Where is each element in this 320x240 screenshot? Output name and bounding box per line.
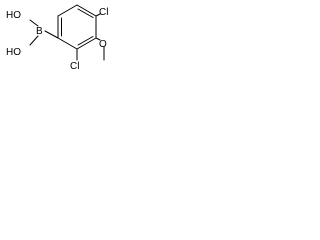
- bond-ring-to-chlorine-top: [95, 13, 101, 17]
- atom-label-chlorine-top: Cl: [99, 7, 108, 18]
- ring-bond-c2-c3: [57, 37, 78, 50]
- atom-labels: HO B HO Cl O Cl: [6, 7, 108, 72]
- bond-boron-to-hydroxyl-lower: [29, 35, 39, 46]
- bond-ring-to-methoxy-oxygen: [95, 37, 101, 41]
- atom-label-methoxy-oxygen: O: [99, 39, 107, 50]
- atom-label-hydroxyl-lower: HO: [6, 47, 21, 58]
- structure-canvas: HO B HO Cl O Cl: [0, 0, 112, 74]
- atom-label-chlorine-bottom: Cl: [70, 61, 79, 72]
- ring-bond-c3-c4: [76, 37, 97, 50]
- bond-ring-to-boron: [44, 30, 59, 39]
- molecule-structure: HO B HO Cl O Cl: [6, 4, 108, 72]
- bonds: [29, 4, 105, 61]
- bond-boron-to-hydroxyl-upper: [29, 19, 39, 27]
- ring-double-bond-c5-c6: [77, 8, 94, 18]
- ring-double-bond-c3-c4: [77, 36, 94, 46]
- ring-bond-c5-c6: [76, 4, 97, 17]
- atom-label-boron: B: [36, 26, 43, 37]
- atom-label-hydroxyl-upper: HO: [6, 10, 21, 21]
- ring-bond-c6-c1: [57, 4, 78, 17]
